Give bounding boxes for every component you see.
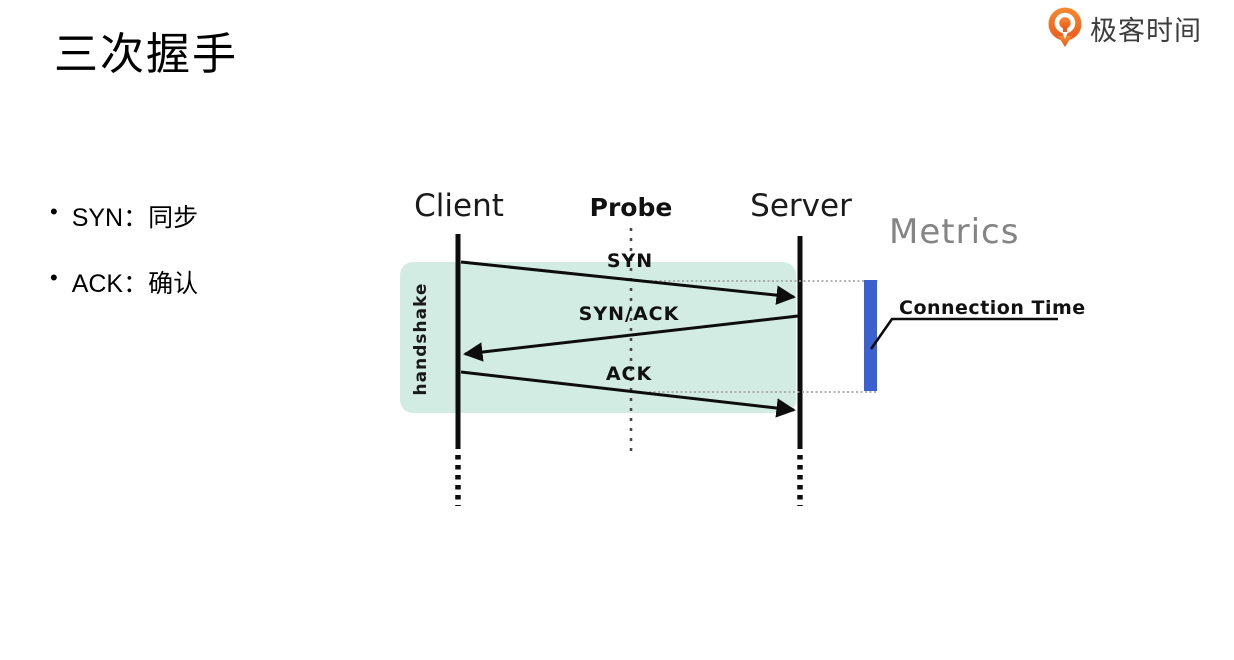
bullet-marker: • bbox=[50, 265, 58, 290]
bullet-text-syn: SYN：同步 bbox=[71, 204, 199, 232]
server-actor-label: Server bbox=[750, 188, 852, 224]
page-title: 三次握手 bbox=[54, 30, 238, 79]
connection-time-label: Connection Time bbox=[899, 297, 1086, 319]
bullet-marker: • bbox=[50, 199, 58, 224]
connection-time-leader-line bbox=[869, 317, 1058, 350]
syn-ack-arrow bbox=[463, 314, 799, 362]
brand-logo-text: 极客时间 bbox=[1090, 15, 1202, 46]
metrics-heading: Metrics bbox=[889, 212, 1020, 252]
syn-message-label: SYN bbox=[606, 250, 654, 272]
ack-arrow bbox=[460, 370, 796, 418]
ack-message-label: ACK bbox=[605, 363, 653, 385]
bullet-list: • SYN：同步 • ACK：确认 bbox=[50, 198, 370, 330]
connection-time-bar bbox=[864, 280, 877, 391]
syn-ack-message-label: SYN/ACK bbox=[578, 303, 680, 325]
probe-actor-label: Probe bbox=[589, 193, 673, 222]
brand-logo: 极客时间 bbox=[1046, 6, 1202, 50]
syn-arrow bbox=[460, 260, 796, 305]
list-item: • SYN：同步 bbox=[50, 198, 370, 234]
geektime-pin-icon bbox=[1048, 7, 1082, 47]
bullet-text-ack: ACK：确认 bbox=[71, 270, 199, 298]
handshake-region-label: handshake bbox=[411, 282, 431, 396]
client-actor-label: Client bbox=[414, 188, 504, 224]
list-item: • ACK：确认 bbox=[50, 264, 370, 300]
